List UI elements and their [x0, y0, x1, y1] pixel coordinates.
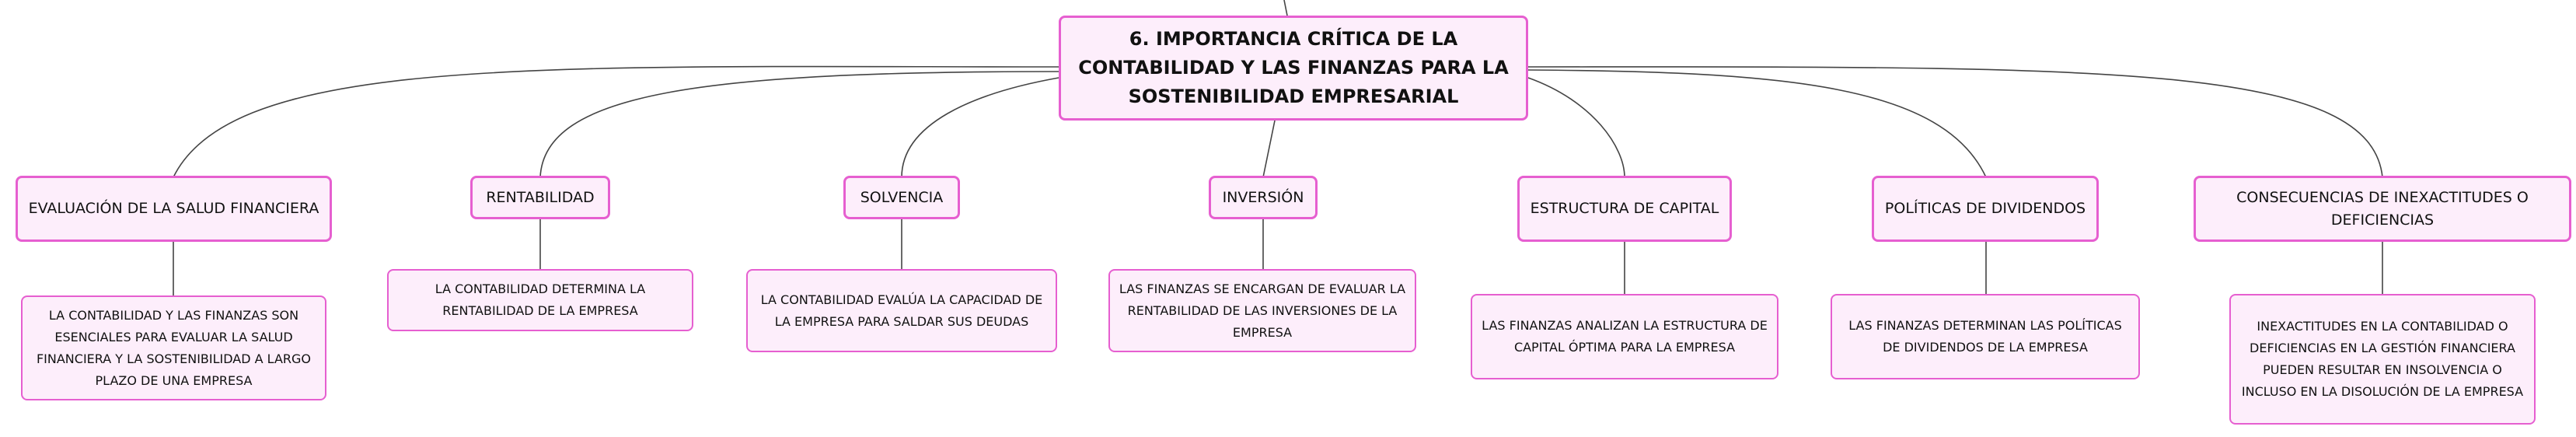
topic-inversion[interactable]: INVERSIÓN	[1209, 176, 1318, 219]
central-topic[interactable]: 6. IMPORTANCIA CRÍTICA DE LA CONTABILIDA…	[1059, 16, 1528, 121]
topic-estructura-capital[interactable]: ESTRUCTURA DE CAPITAL	[1517, 176, 1732, 242]
topic-label: POLÍTICAS DE DIVIDENDOS	[1884, 200, 2086, 217]
connector-branch-7	[1527, 66, 2383, 178]
connector-branch-2	[539, 71, 1059, 178]
topic-label: ESTRUCTURA DE CAPITAL	[1530, 200, 1719, 217]
detail-label: LA CONTABILIDAD Y LAS FINANZAS SON ESENC…	[36, 307, 312, 388]
detail-solvencia[interactable]: LA CONTABILIDAD EVALÚA LA CAPACIDAD DE L…	[746, 269, 1057, 352]
topic-politicas-dividendos[interactable]: POLÍTICAS DE DIVIDENDOS	[1872, 176, 2099, 242]
detail-label: LA CONTABILIDAD EVALÚA LA CAPACIDAD DE L…	[760, 292, 1043, 329]
detail-inversion[interactable]: LAS FINANZAS SE ENCARGAN DE EVALUAR LA R…	[1108, 269, 1416, 352]
topic-consecuencias[interactable]: CONSECUENCIAS DE INEXACTITUDES O DEFICIE…	[2194, 176, 2571, 242]
central-topic-label: 6. IMPORTANCIA CRÍTICA DE LA CONTABILIDA…	[1078, 28, 1509, 107]
detail-label: LA CONTABILIDAD DETERMINA LA RENTABILIDA…	[435, 281, 646, 318]
topic-label: INVERSIÓN	[1222, 188, 1304, 206]
connector-to-parent	[1283, 0, 1288, 16]
topic-label: EVALUACIÓN DE LA SALUD FINANCIERA	[28, 200, 319, 217]
detail-label: LAS FINANZAS SE ENCARGAN DE EVALUAR LA R…	[1119, 281, 1406, 340]
connector-branch-4	[1262, 120, 1276, 178]
detail-evaluacion-salud-financiera[interactable]: LA CONTABILIDAD Y LAS FINANZAS SON ESENC…	[21, 295, 326, 400]
detail-politicas-dividendos[interactable]: LAS FINANZAS DETERMINAN LAS POLÍTICAS DE…	[1831, 294, 2140, 379]
connector-branch-1	[173, 65, 1059, 178]
topic-label: CONSECUENCIAS DE INEXACTITUDES O DEFICIE…	[2236, 188, 2529, 229]
connector-branch-3	[901, 77, 1059, 178]
topic-evaluacion-salud-financiera[interactable]: EVALUACIÓN DE LA SALUD FINANCIERA	[16, 176, 332, 242]
detail-estructura-capital[interactable]: LAS FINANZAS ANALIZAN LA ESTRUCTURA DE C…	[1471, 294, 1778, 379]
detail-label: LAS FINANZAS ANALIZAN LA ESTRUCTURA DE C…	[1482, 318, 1768, 355]
detail-consecuencias[interactable]: INEXACTITUDES EN LA CONTABILIDAD O DEFIC…	[2229, 294, 2536, 425]
topic-rentabilidad[interactable]: RENTABILIDAD	[470, 176, 610, 219]
topic-label: RENTABILIDAD	[486, 188, 595, 206]
detail-rentabilidad[interactable]: LA CONTABILIDAD DETERMINA LA RENTABILIDA…	[387, 269, 693, 331]
topic-solvencia[interactable]: SOLVENCIA	[843, 176, 960, 219]
connector-branch-6	[1527, 69, 1987, 178]
topic-label: SOLVENCIA	[860, 188, 944, 206]
connector-branch-5	[1527, 77, 1625, 178]
detail-label: LAS FINANZAS DETERMINAN LAS POLÍTICAS DE…	[1848, 318, 2122, 355]
detail-label: INEXACTITUDES EN LA CONTABILIDAD O DEFIC…	[2241, 319, 2524, 399]
